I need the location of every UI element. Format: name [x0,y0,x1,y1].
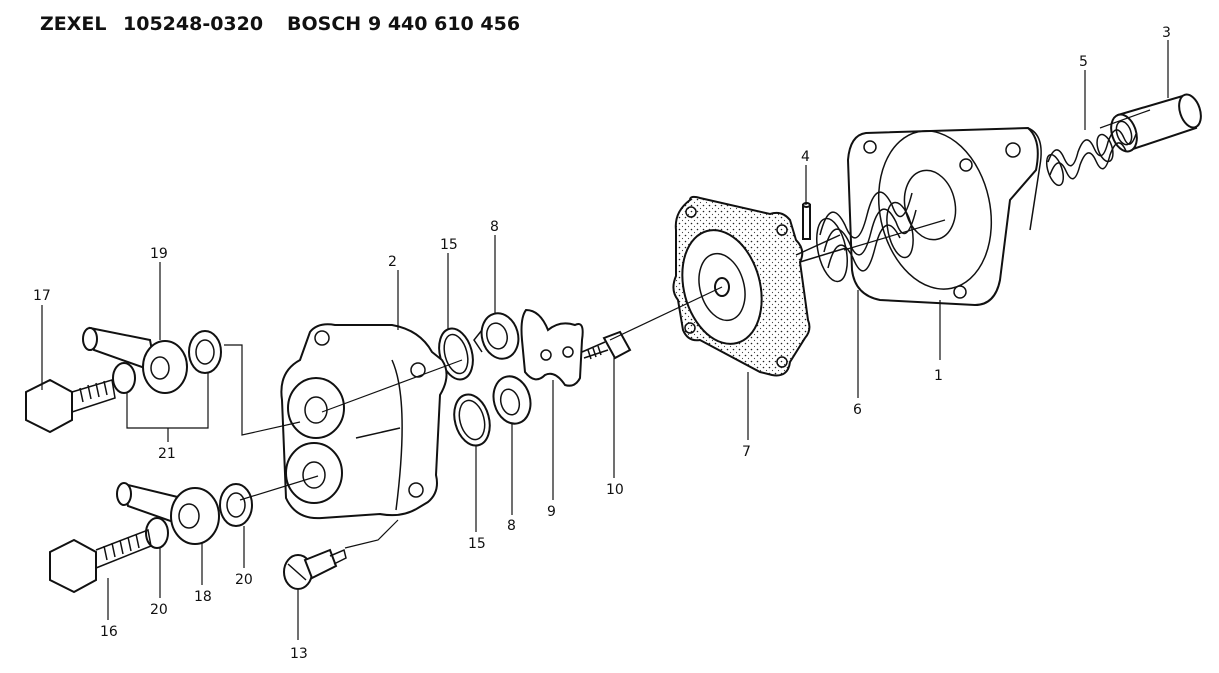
part-17-hollow-bolt [25,362,136,434]
callout-17: 17 [33,288,51,304]
callout-3: 3 [1162,25,1171,41]
part-8-valve-upper [473,312,520,360]
callout-15-upper: 15 [440,237,458,253]
callout-6: 6 [853,402,862,418]
callout-1: 1 [934,368,943,384]
part-7-diaphragm [672,195,847,377]
part-4-pin [802,202,811,240]
brand-zexel: ZEXEL [40,13,107,35]
part-3-cap [1110,93,1202,153]
part-8-valve-lower [492,375,532,425]
callout-16: 16 [100,624,118,640]
part-15-gasket-upper [438,327,474,381]
part-16-hollow-bolt [49,528,152,594]
callout-8-lower: 8 [507,518,516,534]
part-18-banjo-lower [116,482,220,545]
part-13-bleed-screw [283,548,347,590]
brand-bosch: BOSCH [287,13,361,35]
part-5-spring [1045,129,1137,187]
callout-21: 21 [158,446,176,462]
callout-7: 7 [742,444,751,460]
assembly-axis-lines [224,109,1151,549]
part-19-banjo-upper [82,326,188,394]
callout-labels: 1 2 3 4 5 6 7 8 8 9 10 13 15 15 16 17 18… [33,25,1171,662]
callout-18: 18 [194,589,212,605]
part-20-washer-upper [188,330,222,374]
callout-20-right: 20 [235,572,253,588]
bosch-part-number: 9 440 610 456 [368,13,520,35]
part-15-gasket-lower [453,393,491,447]
callout-19: 19 [150,246,168,262]
callout-leaders [41,40,1169,640]
part-1-pump-body [846,126,1042,307]
callout-4: 4 [801,149,810,165]
callout-10: 10 [606,482,624,498]
part-20-washer-lower [145,483,253,549]
callout-9: 9 [547,504,556,520]
callout-8-upper: 8 [490,219,499,235]
part-9-plate [520,308,584,387]
zexel-part-number: 105248-0320 [123,13,263,35]
part-10-bolt [581,330,632,360]
callout-2: 2 [388,254,397,270]
callout-5: 5 [1079,54,1088,70]
callout-15-lower: 15 [468,536,486,552]
callout-13: 13 [290,646,308,662]
part-2-cover [280,323,448,520]
header: ZEXEL 105248-0320 BOSCH 9 440 610 456 [40,13,520,35]
callout-20-lower: 20 [150,602,168,618]
